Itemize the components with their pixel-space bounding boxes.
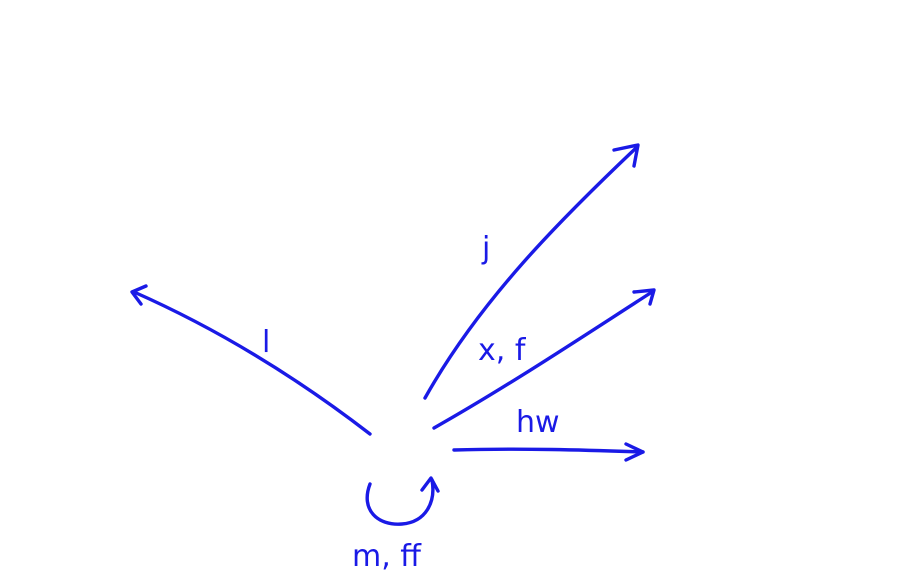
edge-lower-right-arrowhead (624, 442, 645, 462)
edge-middle-right: x, f (432, 288, 656, 430)
edge-lower-right-line (452, 447, 645, 454)
edge-lower-right: hw (452, 405, 645, 462)
edge-upper-right: j (423, 143, 640, 400)
edge-middle-right-line (432, 290, 654, 430)
edge-left: l (130, 284, 372, 436)
edge-middle-right-label: x, f (478, 333, 527, 368)
edge-middle-right-arrowhead (632, 288, 656, 306)
edge-self-loop-line (365, 478, 435, 526)
edge-left-arrowhead (130, 284, 148, 306)
edge-upper-right-label: j (481, 231, 490, 266)
edge-left-line (132, 290, 372, 436)
edge-upper-right-line (423, 146, 638, 400)
edge-lower-right-label: hw (516, 405, 560, 440)
edge-upper-right-arrowhead (612, 143, 640, 168)
edge-self-loop-arrowhead (420, 476, 440, 493)
edge-self-loop: m, ff (352, 476, 440, 573)
edge-left-label: l (262, 325, 270, 360)
edge-self-loop-label: m, ff (352, 539, 422, 573)
